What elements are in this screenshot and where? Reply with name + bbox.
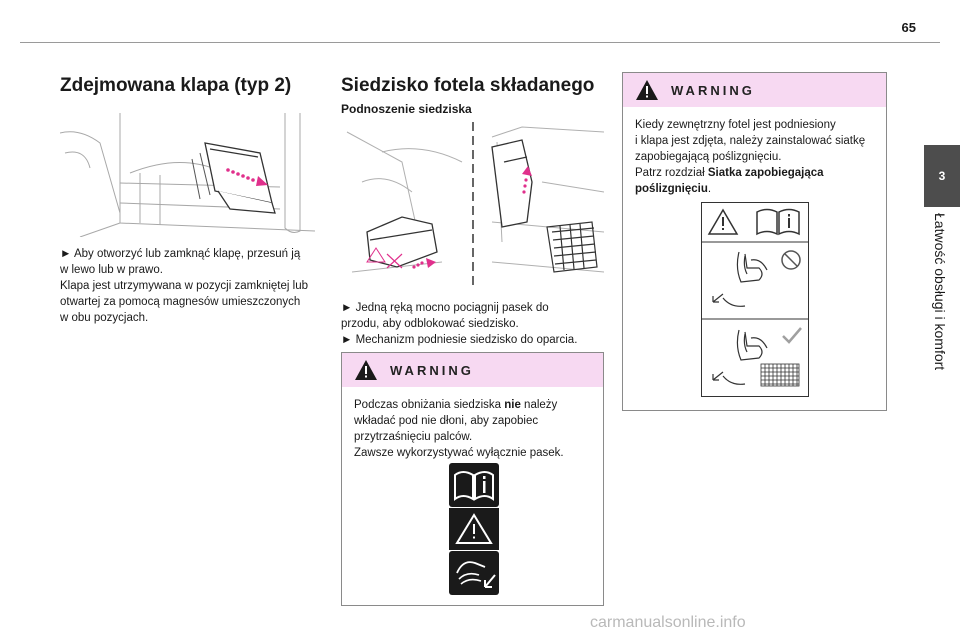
text-line: Klapa jest utrzymywana w pozycji zamknię… [60,280,308,292]
warning-box-net: WARNING Kiedy zewnętrzny fotel jest podn… [622,72,887,411]
net-warning-pictograms [701,202,809,397]
warning-line: wkładać pod nie dłoni, aby zapobiec [354,415,539,427]
text-line: w obu pozycjach. [60,312,149,324]
seat-drawing [346,122,604,288]
warning-line: Podczas obniżania siedziska nie należy [354,397,591,413]
warning-header: WARNING [342,353,603,387]
flap-drawing [60,113,316,237]
warning-line: i klapa jest zdjęta, należy zainstalować… [635,135,866,147]
warning-text: Podczas obniżania siedziska nie należy w… [342,387,603,461]
page-number: 65 [901,20,916,35]
warning-reference-cont: poślizgnięciu. [635,181,874,197]
warning-reference: Patrz rozdział Siatka zapobiegająca [635,165,874,181]
warning-emphasis: nie [504,399,521,411]
section-heading-folding-seat: Siedzisko fotela składanego [341,75,595,96]
warning-label: WARNING [390,362,474,378]
text-line: ► Jedną ręką mocno pociągnij pasek do [341,302,549,314]
header-rule [20,42,940,43]
seat-instructions: ► Jedną ręką mocno pociągnij pasek do pr… [341,300,603,348]
reference-prefix: Patrz rozdział [635,167,708,179]
seat-warning-pictograms [449,463,499,595]
folding-seat-illustration [342,122,604,288]
warning-header: WARNING [623,73,886,107]
flap-instructions: ► Aby otworzyć lub zamknąć klapę, przesu… [60,246,326,326]
text-line: przodu, aby odblokować siedzisko. [341,318,519,330]
warning-box-seat: WARNING Podczas obniżania siedziska nie … [341,352,604,606]
text-line: ► Mechanizm podniesie siedzisko do oparc… [341,334,578,346]
text-line: ► Aby otworzyć lub zamknąć klapę, przesu… [60,248,301,260]
warning-fragment: należy [520,399,558,411]
chapter-tab[interactable]: 3 [924,145,960,207]
reference-suffix: . [707,183,712,195]
reference-link[interactable]: Siatka zapobiegająca [707,167,824,179]
warning-text: Kiedy zewnętrzny fotel jest podniesiony … [623,107,886,197]
subheading-raising-seat: Podnoszenie siedziska [341,102,472,116]
reference-link[interactable]: poślizgnięciu [635,183,708,195]
flap-illustration [60,113,322,237]
chapter-title: Łatwość obsługi i komfort [922,213,958,383]
text-line: otwartej za pomocą magnesów umieszczonyc… [60,296,301,308]
warning-triangle-icon [636,80,658,100]
warning-line: przytrzaśnięciu palców. [354,431,473,443]
watermark: carmanualsonline.info [590,614,746,631]
text-line: w lewo lub w prawo. [60,264,163,276]
warning-line: zapobiegającą poślizgnięciu. [635,151,782,163]
section-heading-flap: Zdejmowana klapa (typ 2) [60,75,292,96]
warning-label: WARNING [671,82,755,98]
warning-line: Kiedy zewnętrzny fotel jest podniesiony [635,119,836,131]
warning-line: Zawsze wykorzystywać wyłącznie pasek. [354,447,564,459]
warning-fragment: Podczas obniżania siedziska [354,399,505,411]
chapter-title-text: Łatwość obsługi i komfort [932,213,948,371]
warning-triangle-icon [355,360,377,380]
